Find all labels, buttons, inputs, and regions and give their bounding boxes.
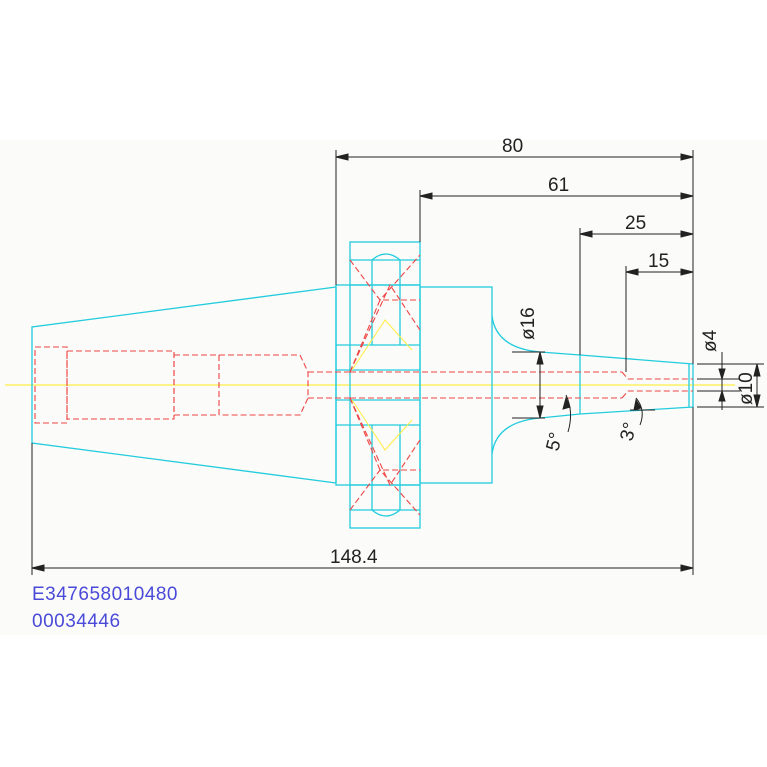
dim-ang3-arc — [635, 397, 643, 426]
bore-tip — [621, 371, 693, 380]
dim-ang5-arrow — [562, 396, 571, 410]
bore-tip2 — [621, 390, 693, 399]
dim-dia4-arrow-t — [718, 368, 726, 381]
dim-80-arrow-l — [335, 153, 349, 161]
bore-front — [219, 354, 309, 416]
dim-dia16-arrow-t — [536, 351, 544, 365]
dim-148-arrow-r — [680, 564, 694, 572]
dim-148-arrow-l — [31, 564, 45, 572]
flange-lower-groove — [371, 509, 401, 517]
dim-80-label: 80 — [502, 136, 523, 157]
dim-80-arrow-r — [680, 153, 694, 161]
coolant-v-top2 — [349, 254, 421, 301]
tool-holder-outline — [31, 241, 694, 529]
fillet-top — [491, 315, 541, 353]
dim-15-arrow-l — [625, 268, 639, 276]
dim-ang5-label: 5° — [543, 430, 568, 453]
fillet-bottom — [491, 417, 541, 455]
dim-dia10-label: ø10 — [736, 372, 757, 405]
dim-dia4-label: ø4 — [700, 329, 721, 352]
coolant-chevron-top — [349, 283, 421, 373]
dim-dia4-arrow-b — [718, 389, 726, 402]
bore-mid — [173, 354, 220, 416]
dim-15-label: 15 — [648, 251, 669, 272]
dim-61-label: 61 — [548, 175, 569, 196]
dim-25-arrow-r — [680, 230, 694, 238]
flange-upper — [349, 241, 421, 286]
dim-15-arrow-r — [680, 268, 694, 276]
drawing-sheet — [0, 140, 767, 635]
dim-dia10-arrow-b — [753, 394, 761, 408]
dim-dia10-arrow-t — [753, 363, 761, 377]
neck-body — [419, 286, 493, 484]
flange-upper-groove — [371, 253, 401, 261]
part-code-line1: E347658010480 — [32, 584, 178, 605]
dim-ang5-arc — [565, 394, 572, 433]
flange-center-hints — [351, 319, 413, 451]
hidden-lines — [34, 254, 693, 516]
dim-dia16-arrow-b — [536, 405, 544, 419]
center-v-top — [351, 319, 413, 371]
coolant-chevron-bottom — [349, 397, 421, 487]
taper-shank — [31, 286, 337, 484]
dim-61-arrow-r — [680, 192, 694, 200]
coolant-v-bottom2 — [349, 469, 421, 516]
dim-dia16-label: ø16 — [518, 307, 539, 340]
flange-lower — [349, 484, 421, 529]
dim-ang3-arrow — [633, 398, 642, 411]
dim-ang3-label: 3° — [617, 420, 642, 443]
dim-25-arrow-l — [579, 230, 593, 238]
center-v-bottom — [351, 399, 413, 451]
dimension-lines — [31, 150, 764, 575]
dim-148-label: 148.4 — [330, 547, 378, 568]
part-code-line2: 00034446 — [32, 611, 121, 632]
dim-25-label: 25 — [625, 213, 646, 234]
dim-61-arrow-l — [419, 192, 433, 200]
